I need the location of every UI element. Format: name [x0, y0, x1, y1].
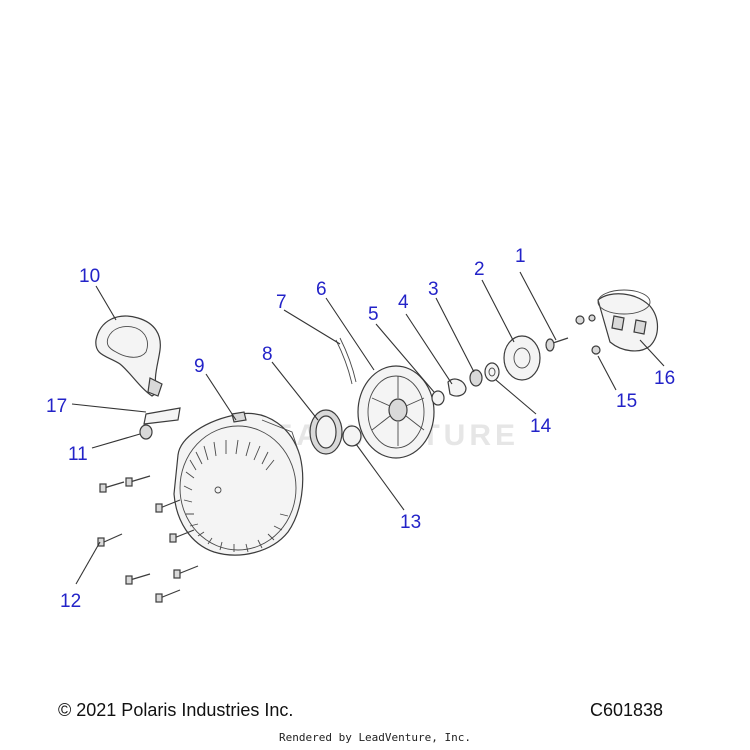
callout-4: 4	[398, 292, 409, 313]
part-11-bushing[interactable]	[139, 424, 153, 440]
diagram-id: C601838	[590, 700, 664, 720]
part-2-ratchet-cover[interactable]	[503, 335, 541, 381]
part-14-friction-plate[interactable]	[484, 362, 500, 382]
callout-6: 6	[316, 279, 327, 300]
part-4-pawl[interactable]	[447, 378, 467, 397]
bolt	[99, 481, 125, 493]
housing-vents	[183, 439, 289, 553]
part-16-starter-cup[interactable]	[597, 289, 659, 352]
bolt	[125, 573, 151, 585]
part-15-cup-screws[interactable]	[575, 314, 601, 355]
part-7-starter-rope[interactable]	[335, 337, 357, 385]
part-13-spacer[interactable]	[342, 425, 362, 447]
part-10-rope-handle[interactable]	[95, 315, 163, 397]
callout-16: 16	[654, 368, 675, 389]
part-9-starter-housing[interactable]	[173, 411, 304, 556]
bolt	[155, 589, 181, 603]
part-1-center-bolt[interactable]	[545, 337, 569, 352]
leader-lines	[71, 271, 665, 585]
part-8-recoil-spring[interactable]	[309, 409, 343, 455]
bolt	[173, 565, 199, 579]
callout-1: 1	[515, 246, 526, 267]
bolt	[169, 529, 195, 543]
callout-17: 17	[46, 396, 67, 417]
callout-2: 2	[474, 259, 485, 280]
callout-13: 13	[400, 512, 421, 533]
bolt	[125, 475, 151, 487]
callout-11: 11	[68, 444, 88, 465]
callout-9: 9	[194, 356, 205, 377]
copyright-text: © 2021 Polaris Industries Inc.	[58, 700, 294, 720]
callout-5: 5	[368, 304, 379, 325]
callout-10: 10	[79, 266, 100, 287]
callout-labels: 1 2 3 4 5 6 7 8 9 10 11 12 13 14 15 16 1…	[46, 246, 675, 612]
callout-15: 15	[616, 391, 637, 412]
callout-12: 12	[60, 591, 81, 612]
callout-3: 3	[428, 279, 439, 300]
callout-14: 14	[530, 416, 552, 437]
part-6-pulley[interactable]	[357, 365, 435, 459]
part-17-handle-insert[interactable]	[143, 407, 181, 425]
rendered-by-credit: Rendered by LeadVenture, Inc.	[278, 731, 472, 744]
bolt	[155, 499, 181, 513]
callout-7: 7	[276, 292, 287, 313]
callout-8: 8	[262, 344, 273, 365]
part-5-washer[interactable]	[431, 390, 445, 406]
part-12-bolts[interactable]	[97, 475, 199, 603]
bolt	[97, 533, 123, 547]
part-3-spring[interactable]	[469, 369, 483, 387]
